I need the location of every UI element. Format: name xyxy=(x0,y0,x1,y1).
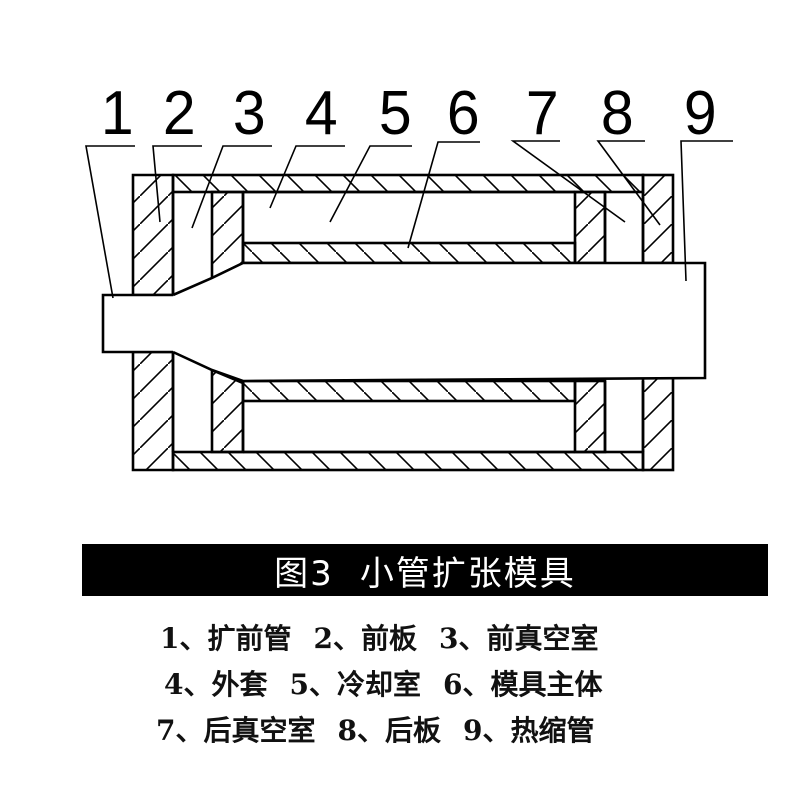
parts-legend: 1、扩前管 2、前板 3、前真空室 4、外套 5、冷却室 6、模具主体 7、后真… xyxy=(150,614,670,752)
figure-title: 小管扩张模具 xyxy=(359,553,576,594)
front-plate xyxy=(131,173,175,472)
rear-plate xyxy=(641,173,675,472)
callout-number-9: 9 xyxy=(683,79,717,148)
legend-item: 4、外套 xyxy=(164,668,268,701)
callout-number-6: 6 xyxy=(446,79,480,148)
legend-row: 4、外套 5、冷却室 6、模具主体 xyxy=(150,660,670,706)
legend-item: 8、后板 xyxy=(337,714,442,747)
legend-row: 1、扩前管 2、前板 3、前真空室 xyxy=(150,614,670,660)
callout-number-1: 1 xyxy=(100,79,134,148)
figure-caption: 图3 小管扩张模具 xyxy=(82,544,768,596)
legend-row: 7、后真空室 8、后板 9、热缩管 xyxy=(150,706,670,752)
expansion-die-cross-section xyxy=(85,140,733,472)
legend-item: 6、模具主体 xyxy=(443,668,603,701)
legend-item: 9、热缩管 xyxy=(463,714,595,747)
legend-item: 3、前真空室 xyxy=(439,622,599,655)
tube-profile xyxy=(101,261,707,383)
cooling-chamber xyxy=(243,190,575,454)
callout-number-4: 4 xyxy=(304,79,338,148)
callout-number-8: 8 xyxy=(600,79,634,148)
figure-number: 图3 xyxy=(274,553,334,594)
legend-item: 5、冷却室 xyxy=(289,668,422,701)
callout-number-3: 3 xyxy=(232,79,266,148)
callout-leaders xyxy=(85,140,733,299)
callout-number-7: 7 xyxy=(525,79,559,148)
legend-item: 1、扩前管 xyxy=(160,622,292,655)
callout-number-5: 5 xyxy=(378,79,412,148)
callout-number-2: 2 xyxy=(162,79,196,148)
legend-item: 7、后真空室 xyxy=(156,714,316,747)
legend-item: 2、前板 xyxy=(313,622,418,655)
